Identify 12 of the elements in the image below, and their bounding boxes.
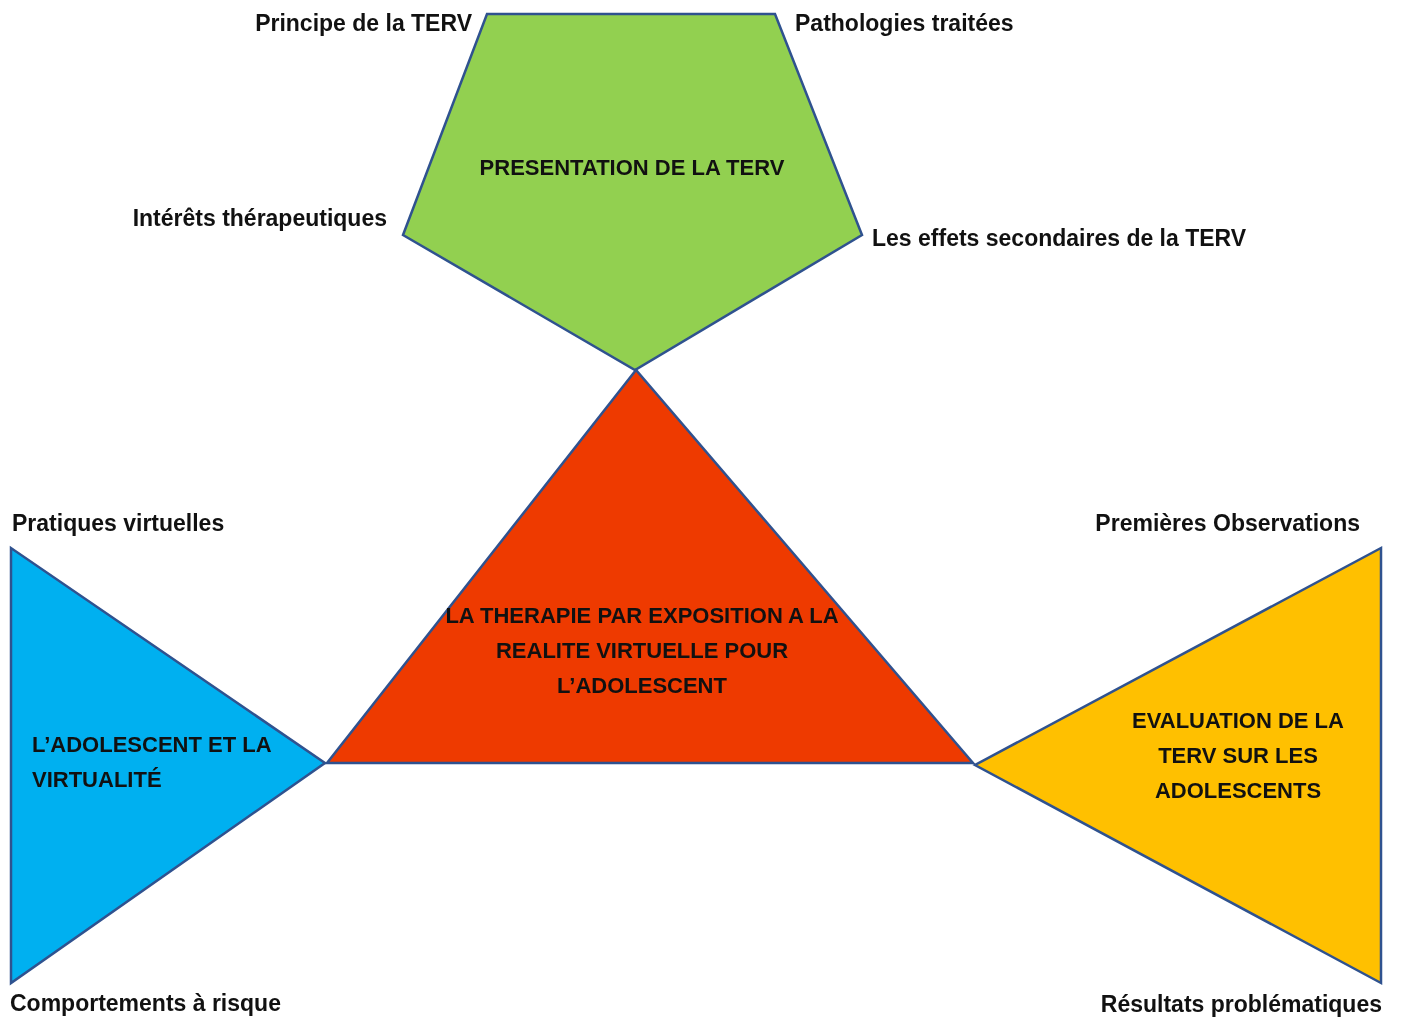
topic-label: Les effets secondaires de la TERV [872, 225, 1247, 252]
topic-label: Comportements à risque [10, 990, 281, 1017]
topic-label: Intérêts thérapeutiques [132, 205, 387, 232]
topic-label: Résultats problématiques [1100, 991, 1382, 1018]
shape-label: PRESENTATION DE LA TERV [478, 154, 786, 182]
shape-label: L’ADOLESCENT ET LA VIRTUALITÉ [32, 731, 272, 794]
topic-label: Pratiques virtuelles [12, 510, 225, 537]
topic-label: Principe de la TERV [255, 10, 472, 37]
topic-label: Premières Observations [1095, 510, 1360, 537]
shape-label: LA THERAPIE PAR EXPOSITION A LA REALITE VIRTUELLE POUR L’ADOLESCENT [444, 602, 840, 700]
shape-label: EVALUATION DE LA TERV SUR LES ADOLESCENTS [1131, 707, 1345, 805]
topic-label: Pathologies traitées [795, 10, 1014, 37]
